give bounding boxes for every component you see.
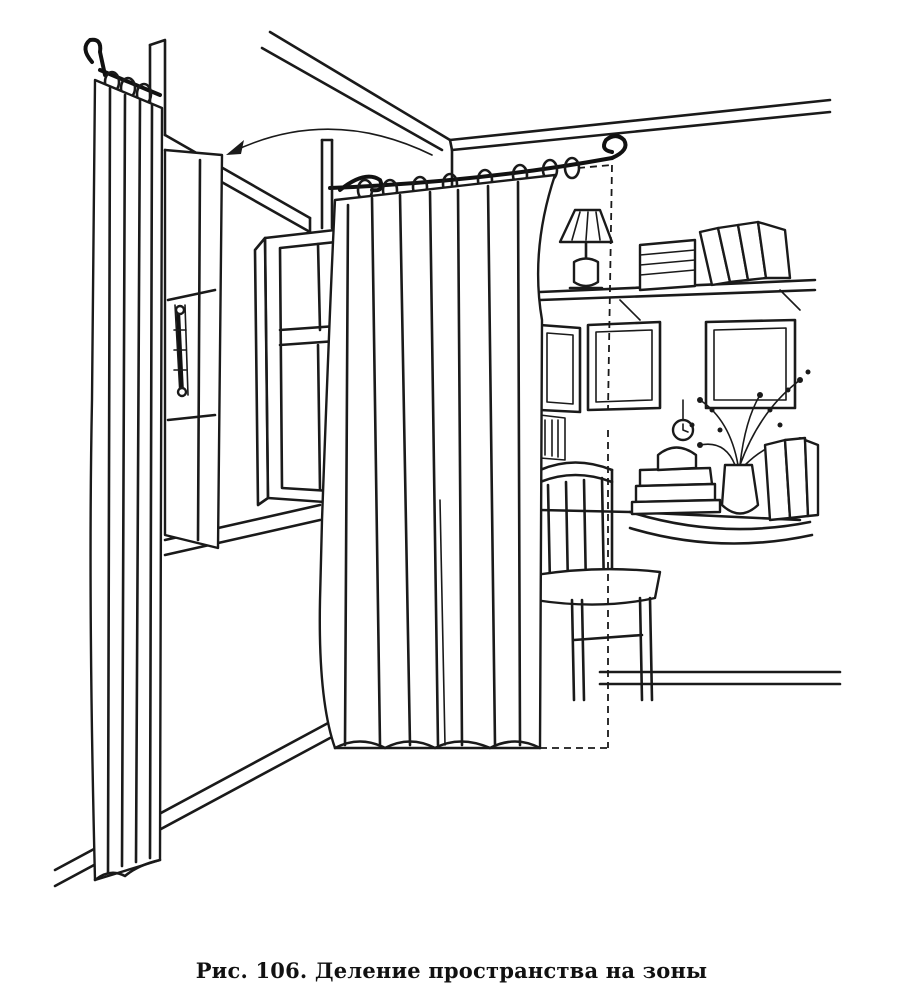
swing-arc-arrow xyxy=(226,129,432,155)
left-window-sash xyxy=(165,150,222,548)
ceiling-cornice xyxy=(262,32,830,150)
chair xyxy=(535,463,660,701)
desk xyxy=(540,510,812,544)
far-wall-baseboard xyxy=(600,672,840,684)
room-zoning-illustration xyxy=(0,0,903,950)
small-bookshelf xyxy=(540,415,565,460)
wall-clock xyxy=(673,400,693,440)
desk-books xyxy=(632,448,720,515)
table-lamp xyxy=(560,210,612,288)
figure-caption: Рис. 106. Деление пространства на зоны xyxy=(195,958,708,983)
left-curtain xyxy=(91,80,162,880)
picture-frames xyxy=(540,320,795,412)
curtain-swing-outline xyxy=(540,165,612,748)
book-stand xyxy=(765,438,818,520)
shelf-books xyxy=(640,222,790,290)
right-curtain xyxy=(320,175,555,748)
window-handle xyxy=(174,306,186,396)
